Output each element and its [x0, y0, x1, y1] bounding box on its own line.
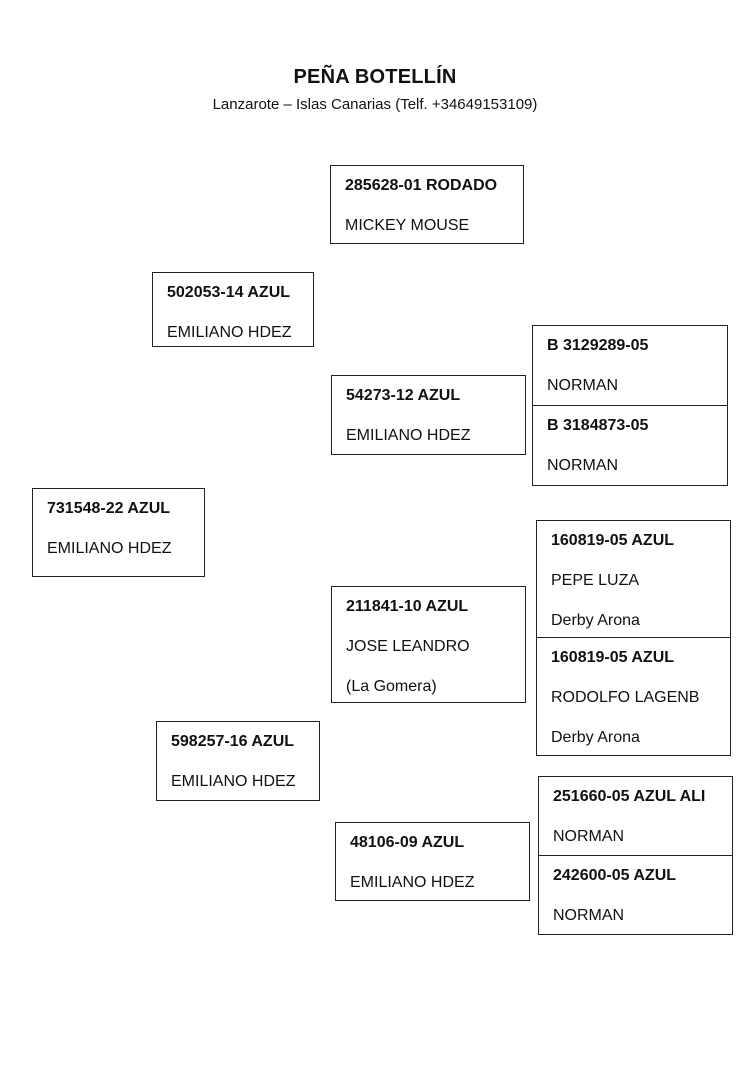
- pedigree-box-54273-12: 54273-12 AZUL EMILIANO HDEZ: [331, 375, 526, 455]
- ring-number: 598257-16 AZUL: [171, 733, 295, 750]
- owner-name: EMILIANO HDEZ: [47, 540, 172, 557]
- ring-number: 502053-14 AZUL: [167, 284, 291, 301]
- page-title: PEÑA BOTELLÍN: [293, 66, 457, 88]
- pedigree-box-251660-05: 251660-05 AZUL ALI NORMAN: [538, 776, 733, 856]
- owner-name: EMILIANO HDEZ: [346, 427, 471, 444]
- ring-number: 211841-10 AZUL: [346, 598, 469, 615]
- pedigree-box-598257-16: 598257-16 AZUL EMILIANO HDEZ: [156, 721, 320, 801]
- pedigree-box-b3184873-05: B 3184873-05 NORMAN: [532, 405, 728, 486]
- ring-number: 251660-05 AZUL ALI: [553, 788, 706, 805]
- ring-number: 160819-05 AZUL: [551, 649, 675, 666]
- owner-name: MICKEY MOUSE: [345, 217, 470, 234]
- pedigree-box-48106-09: 48106-09 AZUL EMILIANO HDEZ: [335, 822, 530, 901]
- ring-number: 160819-05 AZUL: [551, 532, 675, 549]
- pedigree-box-160819-05-pepe-luza: 160819-05 AZUL PEPE LUZA Derby Arona: [536, 520, 731, 638]
- ring-number: 48106-09 AZUL: [350, 834, 465, 851]
- owner-name: PEPE LUZA: [551, 572, 640, 589]
- owner-name: JOSE LEANDRO: [346, 638, 470, 655]
- page-subtitle: Lanzarote – Islas Canarias (Telf. +34649…: [212, 96, 538, 113]
- owner-name: RODOLFO LAGENB: [551, 689, 700, 706]
- owner-name: EMILIANO HDEZ: [350, 874, 475, 891]
- pedigree-box-731548-22: 731548-22 AZUL EMILIANO HDEZ: [32, 488, 205, 577]
- ring-number: 285628-01 RODADO: [345, 177, 498, 194]
- owner-name: NORMAN: [553, 907, 625, 924]
- origin-note: (La Gomera): [346, 678, 437, 695]
- ring-number: 54273-12 AZUL: [346, 387, 461, 404]
- owner-name: EMILIANO HDEZ: [171, 773, 296, 790]
- pedigree-box-242600-05: 242600-05 AZUL NORMAN: [538, 855, 733, 935]
- owner-name: NORMAN: [553, 828, 625, 845]
- pedigree-box-b3129289-05: B 3129289-05 NORMAN: [532, 325, 728, 406]
- ring-number: 731548-22 AZUL: [47, 500, 171, 517]
- owner-name: EMILIANO HDEZ: [167, 324, 292, 341]
- ring-number: B 3129289-05: [547, 337, 649, 354]
- origin-note: Derby Arona: [551, 612, 640, 629]
- ring-number: 242600-05 AZUL: [553, 867, 677, 884]
- origin-note: Derby Arona: [551, 729, 640, 746]
- pedigree-box-211841-10: 211841-10 AZUL JOSE LEANDRO (La Gomera): [331, 586, 526, 703]
- ring-number: B 3184873-05: [547, 417, 649, 434]
- owner-name: NORMAN: [547, 377, 619, 394]
- owner-name: NORMAN: [547, 457, 619, 474]
- pedigree-box-285628-01: 285628-01 RODADO MICKEY MOUSE: [330, 165, 524, 244]
- pedigree-box-502053-14: 502053-14 AZUL EMILIANO HDEZ: [152, 272, 314, 347]
- pedigree-box-160819-05-rodolfo-lagenb: 160819-05 AZUL RODOLFO LAGENB Derby Aron…: [536, 637, 731, 756]
